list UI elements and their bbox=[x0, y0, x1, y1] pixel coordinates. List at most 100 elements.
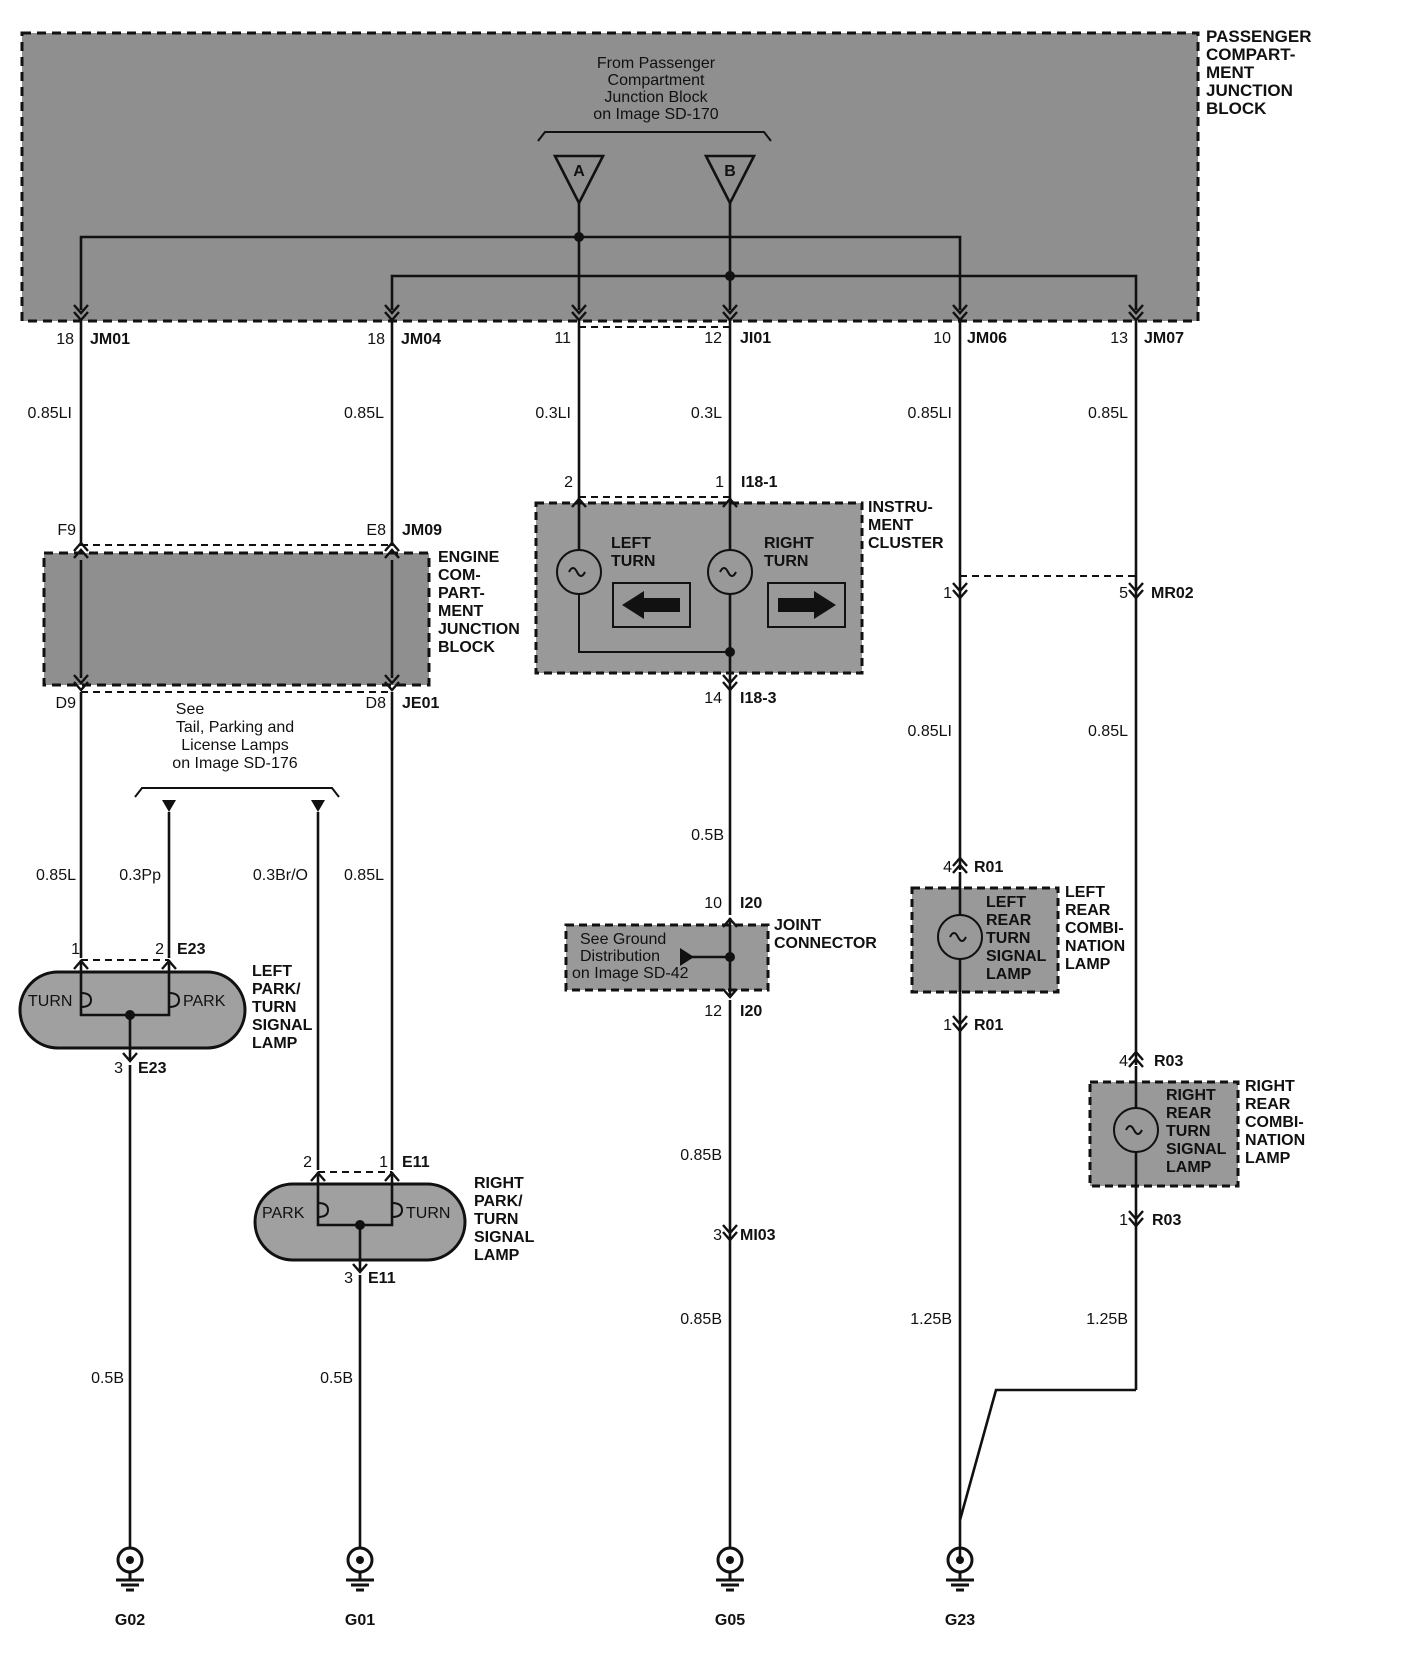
wire-label: 0.85B bbox=[680, 1147, 722, 1164]
engine-pin-e8: E8 bbox=[366, 522, 386, 539]
rear-lamp-title-line: COMBI- bbox=[1065, 920, 1124, 937]
from-note-line: Compartment bbox=[608, 72, 705, 89]
rear-lamp-inner-line: LAMP bbox=[1166, 1159, 1212, 1176]
connector-name: I18-1 bbox=[741, 474, 778, 491]
engine-title-line: BLOCK bbox=[438, 639, 495, 656]
connector-pin: 2 bbox=[564, 474, 573, 491]
connector-pin: 1 bbox=[943, 585, 952, 602]
lamp-title-line: LAMP bbox=[474, 1247, 520, 1264]
wire-label: 0.85B bbox=[680, 1311, 722, 1328]
engine-block-wiring bbox=[72, 541, 401, 693]
connector-pin: 3 bbox=[713, 1227, 722, 1244]
lamp-title-line: PARK/ bbox=[474, 1193, 523, 1210]
rear-lamp-inner-line: REAR bbox=[986, 912, 1032, 929]
engine-pin-d9: D9 bbox=[56, 695, 77, 712]
from-note-bracket bbox=[537, 131, 772, 142]
wire-label: 0.85L bbox=[1088, 405, 1128, 422]
see-tail-bracket bbox=[134, 787, 340, 798]
connector-name: JM01 bbox=[90, 331, 130, 348]
ground-icon bbox=[114, 1546, 146, 1592]
terminal-b-label: B bbox=[724, 163, 736, 180]
wire-label: 0.85L bbox=[344, 867, 384, 884]
connector-name: R01 bbox=[974, 1017, 1003, 1034]
left-lamp-park-label: PARK bbox=[183, 993, 226, 1010]
passenger-title-line: PASSENGER bbox=[1206, 27, 1312, 46]
left-rear-lamp-title: LEFT REAR COMBI- NATION LAMP bbox=[1065, 884, 1125, 973]
passenger-bus-wiring bbox=[79, 203, 1138, 310]
engine-pin-d8: D8 bbox=[366, 695, 387, 712]
wire-label: 0.5B bbox=[91, 1370, 124, 1387]
connector-pin: 2 bbox=[155, 941, 164, 958]
wire-label: 0.85LI bbox=[908, 405, 952, 422]
engine-title-line: PART- bbox=[438, 585, 485, 602]
top-connector-marks bbox=[72, 303, 1145, 328]
wire-label: 0.3LI bbox=[535, 405, 571, 422]
joint-note: See Ground Distribution on Image SD-42 bbox=[572, 931, 689, 982]
rear-lamp-title-line: REAR bbox=[1065, 902, 1111, 919]
passenger-block-title: PASSENGER COMPART- MENT JUNCTION BLOCK bbox=[1206, 27, 1312, 118]
passenger-title-line: COMPART- bbox=[1206, 45, 1295, 64]
see-tail-line: Tail, Parking and bbox=[176, 719, 294, 736]
engine-conn-je01: JE01 bbox=[402, 695, 439, 712]
terminal-b: B bbox=[703, 154, 757, 206]
engine-title-line: JUNCTION bbox=[438, 621, 520, 638]
connector-pin: 11 bbox=[554, 330, 571, 347]
right-turn-label: RIGHT bbox=[764, 535, 814, 552]
connector-name: I18-3 bbox=[740, 690, 777, 707]
column-left-wires bbox=[79, 320, 394, 546]
engine-title-line: ENGINE bbox=[438, 549, 500, 566]
ground-label: G02 bbox=[115, 1612, 145, 1629]
connector-pin: 14 bbox=[704, 690, 722, 707]
rear-lamp-title-line: LAMP bbox=[1065, 956, 1111, 973]
terminal-a-label: A bbox=[573, 163, 585, 180]
left-turn-label: TURN bbox=[611, 553, 655, 570]
rear-lamp-inner-line: TURN bbox=[986, 930, 1030, 947]
ground-label: G23 bbox=[945, 1612, 975, 1629]
see-tail-line: on Image SD-176 bbox=[172, 755, 298, 772]
rear-lamp-inner-line: RIGHT bbox=[1166, 1087, 1216, 1104]
ground-g02: G02 bbox=[114, 1546, 146, 1629]
rear-lamp-title-line: COMBI- bbox=[1245, 1114, 1304, 1131]
left-turn-label: LEFT bbox=[611, 535, 651, 552]
joint-connector-wiring bbox=[680, 917, 739, 999]
connector-pin: 3 bbox=[344, 1270, 353, 1287]
connector-pin: 12 bbox=[704, 1003, 722, 1020]
connector-name: JM07 bbox=[1144, 330, 1184, 347]
left-lamp-turn-label: TURN bbox=[28, 993, 72, 1010]
lamp-title-line: RIGHT bbox=[474, 1175, 524, 1192]
right-park-lamp-title: RIGHT PARK/ TURN SIGNAL LAMP bbox=[474, 1175, 535, 1264]
right-rear-lamp-inner-label: RIGHT REAR TURN SIGNAL LAMP bbox=[1166, 1087, 1227, 1176]
connector-name: R03 bbox=[1152, 1212, 1181, 1229]
rear-lamp-title-line: NATION bbox=[1245, 1132, 1305, 1149]
connector-name: E23 bbox=[138, 1060, 167, 1077]
right-park-turn-lamp bbox=[253, 1171, 467, 1274]
connector-pin: 1 bbox=[379, 1154, 388, 1171]
rear-lamp-inner-line: SIGNAL bbox=[1166, 1141, 1227, 1158]
right-rear-lamp-title: RIGHT REAR COMBI- NATION LAMP bbox=[1245, 1078, 1305, 1167]
engine-title-line: MENT bbox=[438, 603, 484, 620]
rear-lamp-inner-line: LEFT bbox=[986, 894, 1026, 911]
right-rear-combination-lamp bbox=[1088, 1080, 1240, 1188]
cluster-title-line: CLUSTER bbox=[868, 535, 944, 552]
rear-lamp-title-line: LEFT bbox=[1065, 884, 1105, 901]
rear-lamp-title-line: RIGHT bbox=[1245, 1078, 1295, 1095]
tail-arrow-right bbox=[311, 800, 325, 812]
connector-pin: 5 bbox=[1119, 585, 1128, 602]
joint-title-line: CONNECTOR bbox=[774, 935, 877, 952]
joint-note-line: See Ground bbox=[580, 931, 666, 948]
connector-pin: 1 bbox=[943, 1017, 952, 1034]
lamp-title-line: LAMP bbox=[252, 1035, 298, 1052]
wire-label: 0.85L bbox=[1088, 723, 1128, 740]
passenger-title-line: BLOCK bbox=[1206, 99, 1267, 118]
engine-title-line: COM- bbox=[438, 567, 481, 584]
passenger-title-line: MENT bbox=[1206, 63, 1255, 82]
connector-name: JI01 bbox=[740, 330, 771, 347]
connector-name: I20 bbox=[740, 895, 762, 912]
from-passenger-note: From Passenger Compartment Junction Bloc… bbox=[593, 55, 719, 123]
connector-pin: 10 bbox=[704, 895, 722, 912]
rear-lamp-inner-line: REAR bbox=[1166, 1105, 1212, 1122]
lamp-title-line: LEFT bbox=[252, 963, 292, 980]
left-park-turn-lamp bbox=[18, 959, 247, 1063]
wire-label: 0.85L bbox=[36, 867, 76, 884]
